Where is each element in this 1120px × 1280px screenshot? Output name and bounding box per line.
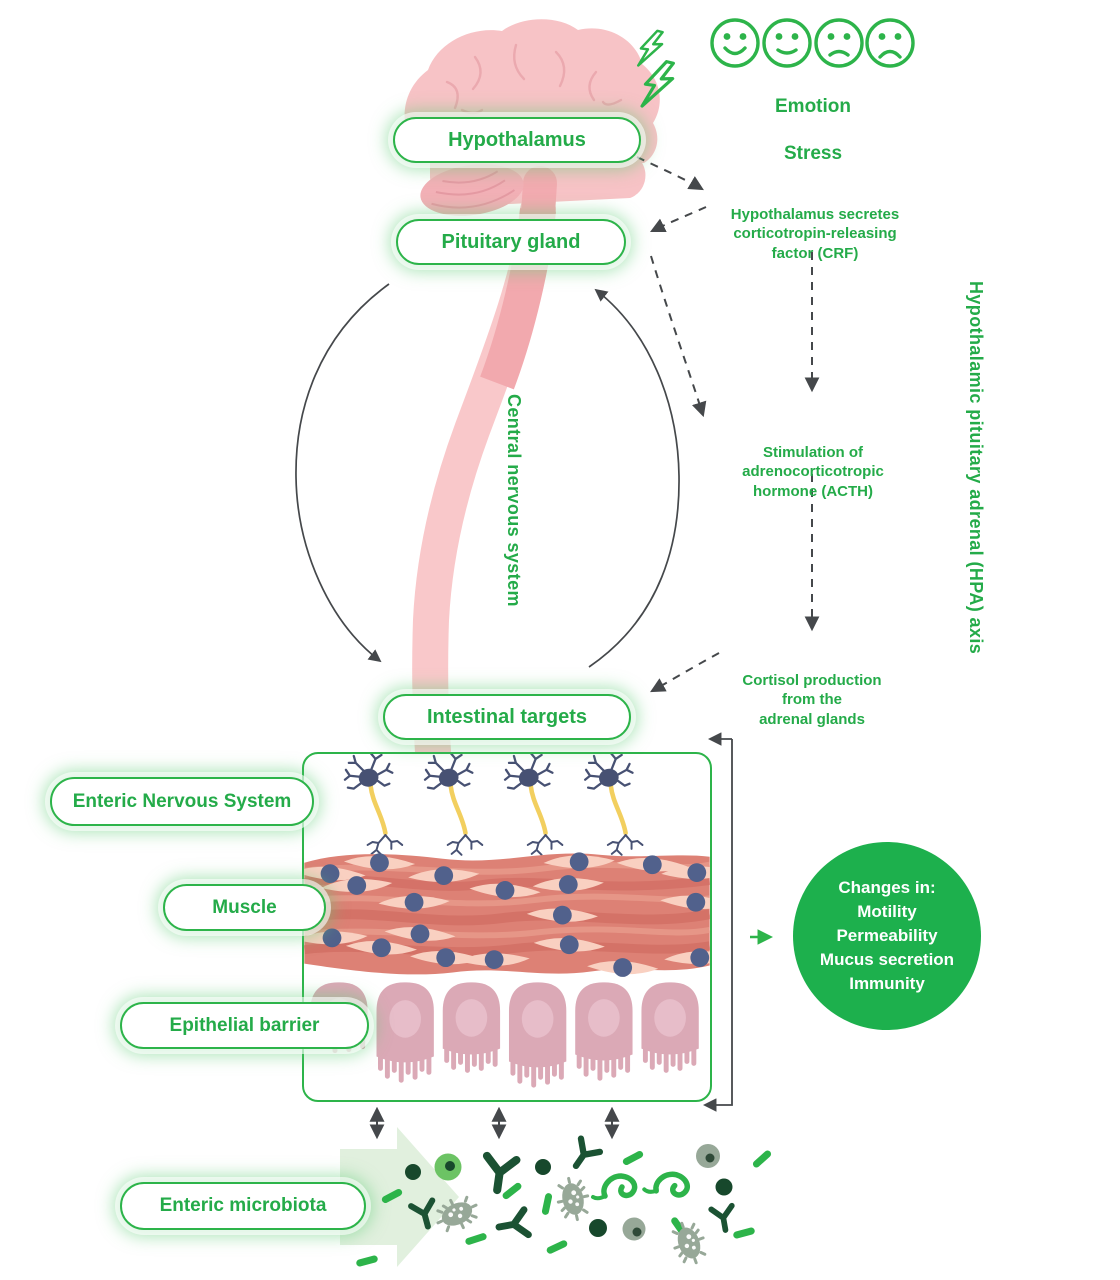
intestinal-targets-label-text: Intestinal targets xyxy=(426,705,588,728)
changes-item-mucus: Mucus secretion xyxy=(819,950,955,970)
hpa-dashed-arrows xyxy=(636,156,820,693)
cortisol-annotation-text: Cortisol production from the adrenal gla… xyxy=(742,672,882,728)
cerebellum xyxy=(420,164,524,216)
enteric-microbiota-label: Enteric microbiota xyxy=(120,1182,366,1230)
slightly-sad-face-icon xyxy=(814,18,864,68)
changes-circle: Changes in: Motility Permeability Mucus … xyxy=(793,842,981,1030)
cns-cycle-arrows xyxy=(295,283,680,668)
spirillum-bacteria xyxy=(593,1169,689,1199)
changes-item-motility: Motility xyxy=(857,901,917,921)
gut-feedback-bracket xyxy=(702,732,733,1112)
slightly-happy-face-icon xyxy=(762,18,812,68)
muscle-label-text: Muscle xyxy=(212,896,277,918)
coccus-dots xyxy=(405,1159,733,1237)
spiky-bacteria xyxy=(430,1173,712,1270)
hypothalamus-label: Hypothalamus xyxy=(393,117,641,163)
sad-face-icon xyxy=(865,18,915,68)
changes-circle-title: Changes in: xyxy=(838,877,936,897)
acth-annotation: Stimulation of adrenocorticotropic hormo… xyxy=(703,424,923,501)
enteric-microbiota-illustration xyxy=(340,1127,773,1270)
hpa-axis-label: Hypothalamic pituitary adrenal (HPA) axi… xyxy=(965,268,986,668)
barrier-microbiota-exchange-arrows xyxy=(369,1106,620,1140)
cns-label-text: Central nervous system xyxy=(504,393,524,607)
ens-label-text: Enteric Nervous System xyxy=(72,790,292,812)
intestinal-wall-layers xyxy=(304,754,710,1088)
intestinal-wall-box xyxy=(302,752,712,1102)
enteric-nervous-system-label: Enteric Nervous System xyxy=(50,777,314,826)
pituitary-gland-label-text: Pituitary gland xyxy=(441,230,581,253)
crf-annotation-text: Hypothalamus secretes corticotropin-rele… xyxy=(730,206,900,262)
muscle-layer xyxy=(304,851,710,979)
enteric-neurons xyxy=(345,754,643,855)
hpa-label-text: Hypothalamic pituitary adrenal (HPA) axi… xyxy=(966,281,986,655)
acth-annotation-text: Stimulation of adrenocorticotropic hormo… xyxy=(742,444,884,500)
central-nervous-system-label: Central nervous system xyxy=(503,375,524,625)
epithelial-layer xyxy=(310,982,699,1088)
happy-face-icon xyxy=(710,18,760,68)
epithelial-barrier-label: Epithelial barrier xyxy=(120,1002,369,1049)
enteric-microbiota-label-text: Enteric microbiota xyxy=(159,1195,327,1216)
changes-item-immunity: Immunity xyxy=(849,974,925,994)
intestinal-targets-label: Intestinal targets xyxy=(383,694,631,740)
round-microbes xyxy=(434,1144,720,1241)
muscle-label: Muscle xyxy=(163,884,326,931)
microbiota-flow-arrow xyxy=(340,1127,459,1267)
crf-annotation: Hypothalamus secretes corticotropin-rele… xyxy=(705,186,925,263)
emotion-stress-label: Emotion Stress xyxy=(713,72,913,188)
hypothalamus-label-text: Hypothalamus xyxy=(448,128,586,151)
epithelial-barrier-label-text: Epithelial barrier xyxy=(169,1014,320,1036)
changes-item-permeability: Permeability xyxy=(836,925,938,945)
emotion-face-icons xyxy=(710,18,915,68)
pituitary-gland-label: Pituitary gland xyxy=(396,219,626,265)
stress-label-text: Stress xyxy=(783,142,843,164)
emotion-label-text: Emotion xyxy=(775,96,851,118)
cortisol-annotation: Cortisol production from the adrenal gla… xyxy=(702,652,922,729)
